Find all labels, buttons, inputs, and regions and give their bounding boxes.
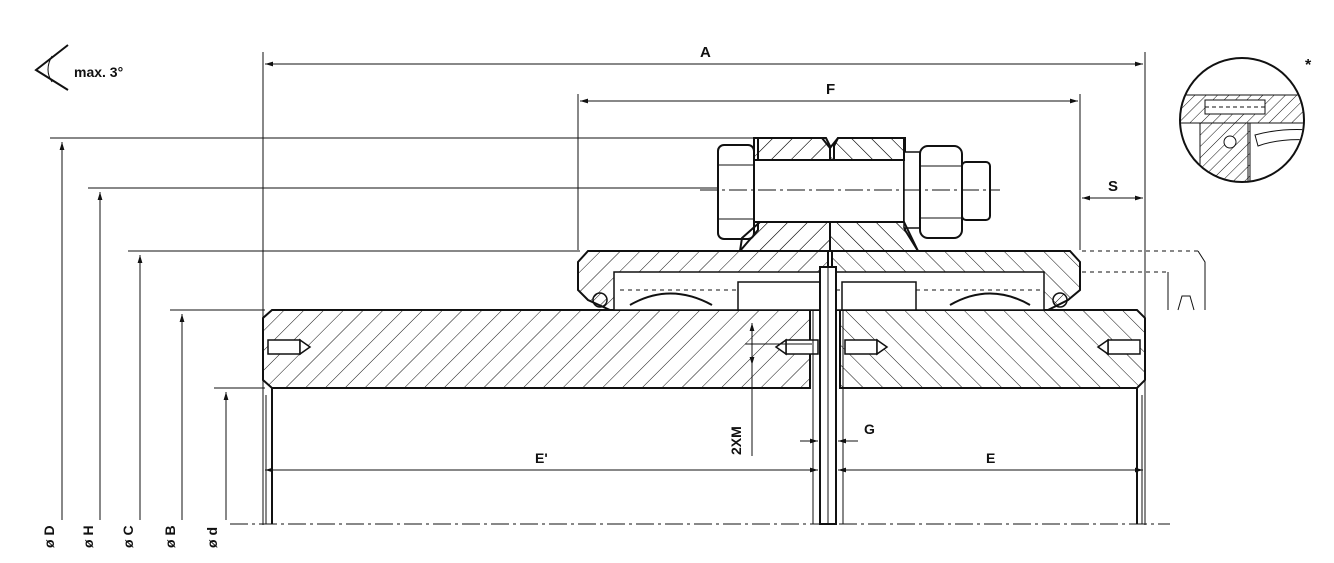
dimension-2xm [745,323,812,456]
dimension-a-label: A [700,44,711,61]
diameter-d-bore-label: ø d [204,527,220,548]
dimension-a [262,52,1146,525]
flange-bolt [700,144,1000,240]
diameter-h-label: ø H [80,525,96,548]
phantom-sleeve-removal [1082,250,1206,311]
diameter-leaders [50,137,770,520]
set-screws [267,338,1141,356]
misalignment-angle-icon [34,44,69,91]
hub-right [839,309,1146,524]
angle-note: max. 3° [74,64,123,80]
diameter-c-label: ø C [120,525,136,548]
diameter-b-label: ø B [162,525,178,548]
dimension-s-label: S [1108,178,1118,195]
flange-body [738,137,920,252]
detail-marker: * [1305,57,1312,74]
center-plate [812,266,844,525]
dimension-f [577,94,1081,250]
diameter-labels: ø D ø H ø C ø B ø d [41,525,220,548]
o-ring-seals [592,292,1068,308]
seal-detail-view [1179,57,1305,183]
dimension-2xm-label: 2XM [728,426,744,455]
hub-left [262,309,811,524]
dimension-e-label: E [986,450,995,466]
diameter-d-outer-label: ø D [41,525,57,548]
dimension-g-label: G [864,421,875,437]
dimension-f-label: F [826,81,835,98]
dimension-e-prime-label: E' [535,450,548,466]
